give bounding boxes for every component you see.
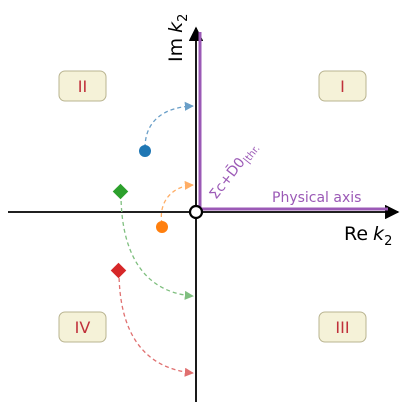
green-diamond-marker [112,183,129,200]
quadrant-label-I: I [318,70,367,102]
quadrant-label-II: II [58,70,107,102]
svg-text:IV: IV [75,318,91,337]
y-axis-label: Imk2 [165,14,191,62]
green-trajectory-arrow [120,193,194,300]
svg-text:III: III [335,318,349,337]
blue-circle-marker [139,145,151,157]
orange-circle-marker [156,221,168,233]
red-diamond-marker [110,262,127,279]
svg-text:I: I [340,77,345,96]
threshold-label: Σc+D̄0|thr. [205,138,262,204]
threshold-point [188,204,204,220]
physical-axis-label: Physical axis [272,190,361,206]
red-trajectory-arrow [118,270,194,377]
svg-text:II: II [78,77,87,96]
blue-trajectory-arrow [144,101,194,149]
orange-trajectory-arrow [160,180,194,225]
quadrant-label-III: III [318,311,367,343]
quadrant-label-IV: IV [58,311,107,343]
